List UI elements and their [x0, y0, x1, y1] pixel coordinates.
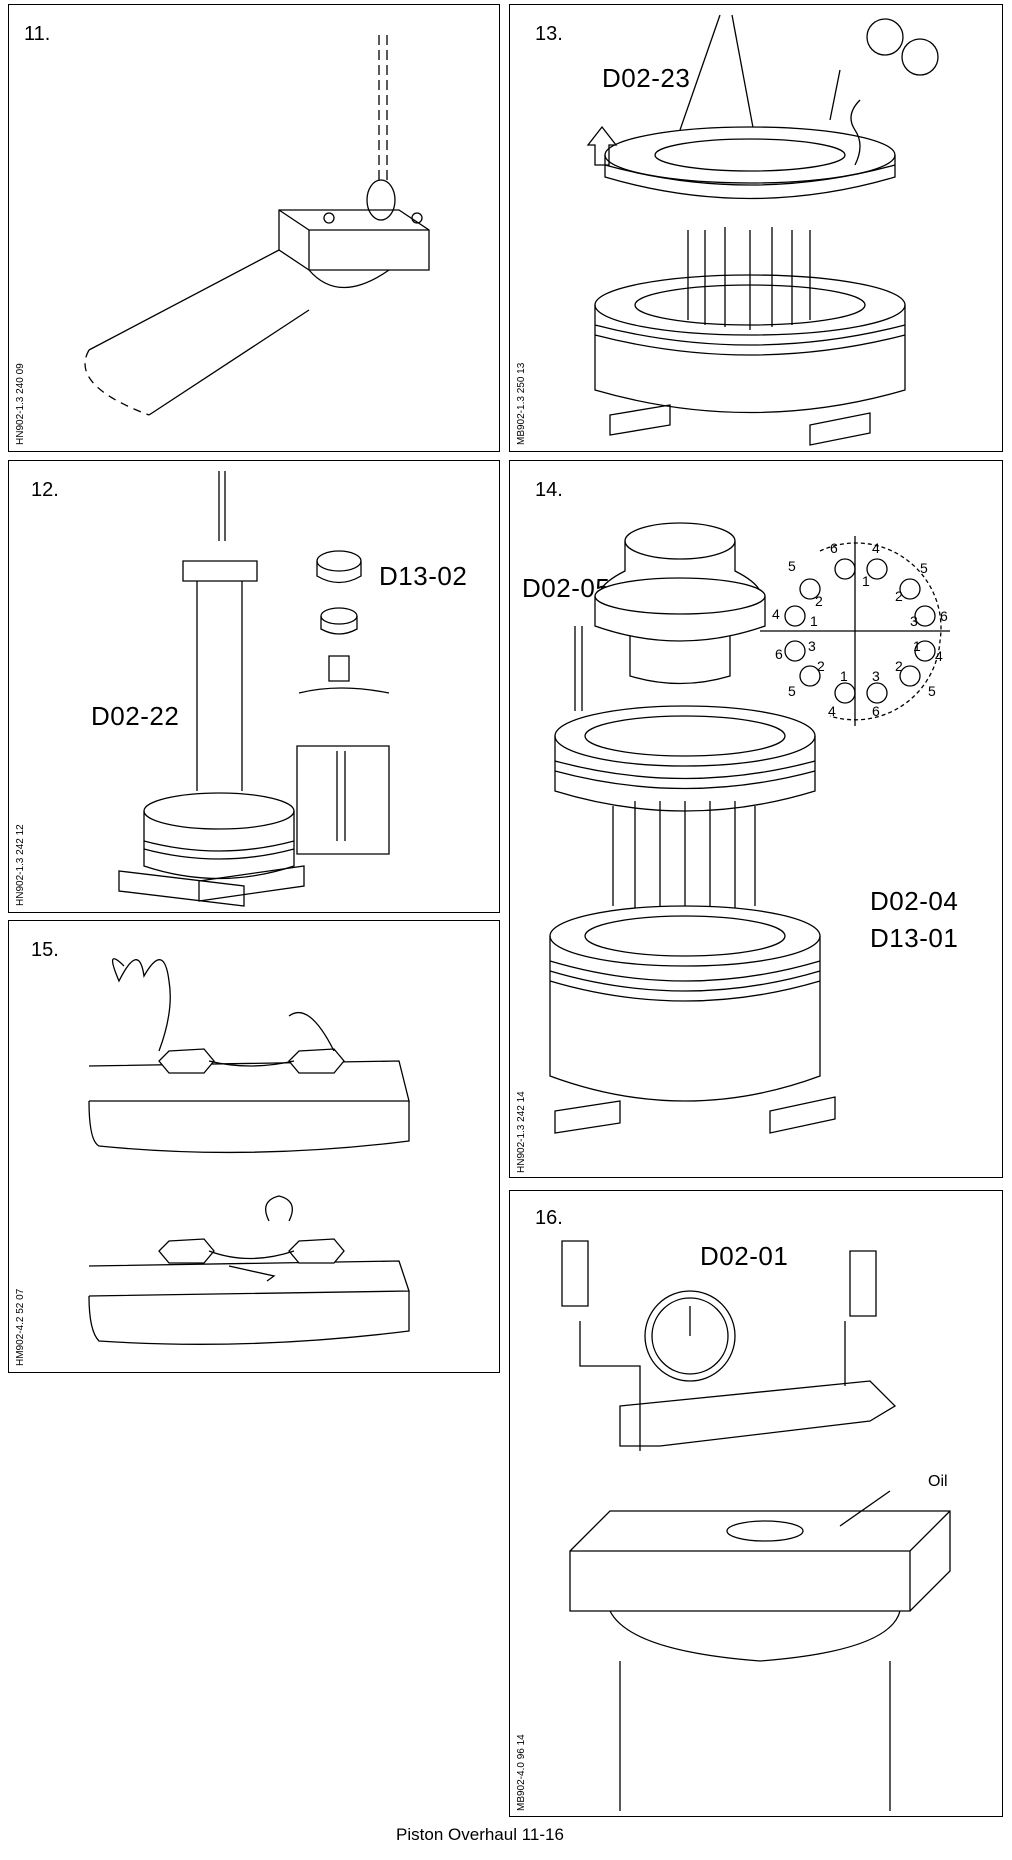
part-reference-2: D13-02 [379, 561, 468, 591]
illustration-piston-crown-assembly: 6 5 2 4 1 4 1 5 2 3 6 6 3 2 5 4 1 1 4 3 … [510, 461, 1003, 1178]
illustration-piston-standing [9, 461, 500, 913]
pattern-label: 2 [815, 593, 823, 609]
panel-step-11: 11. HN902-1.3 240 09 [8, 4, 500, 452]
step-number: 16. [535, 1207, 563, 1229]
pattern-label: 3 [872, 668, 880, 684]
pattern-label: 3 [808, 638, 816, 654]
pattern-label: 6 [775, 646, 783, 662]
pattern-label: 1 [862, 573, 870, 589]
pattern-label: 4 [772, 606, 780, 622]
panel-step-14: 14. D02-05 D02-04 D13-01 HN902-1.3 242 1… [509, 460, 1003, 1178]
pattern-label: 4 [872, 540, 880, 556]
pattern-label: 6 [940, 608, 948, 624]
illustration-lifting-ring [510, 5, 1003, 452]
oil-label: Oil [928, 1473, 948, 1490]
illustration-pressure-gauge [510, 1191, 1003, 1817]
page-caption: Piston Overhaul 11-16 [396, 1825, 564, 1844]
part-reference-2: D02-04 [870, 886, 959, 916]
panel-step-15: 15. HM902-4.2 52 07 [8, 920, 500, 1373]
illustration-locking-wire [9, 921, 500, 1373]
step-number: 13. [535, 23, 563, 45]
pattern-label: 5 [788, 683, 796, 699]
pattern-label: 6 [872, 703, 880, 719]
pattern-label: 1 [913, 638, 921, 654]
step-number: 15. [31, 939, 59, 961]
pattern-label: 5 [788, 558, 796, 574]
pattern-label: 1 [840, 668, 848, 684]
panel-step-12: 12. D02-22 D13-02 HN902-1.3 242 12 [8, 460, 500, 913]
pattern-label: 1 [810, 613, 818, 629]
part-reference: D02-22 [91, 701, 180, 731]
part-reference: D02-01 [700, 1241, 789, 1271]
part-reference: D02-23 [602, 63, 691, 93]
pattern-label: 2 [895, 588, 903, 604]
pattern-label: 2 [895, 658, 903, 674]
pattern-label: 4 [935, 648, 943, 664]
pattern-label: 5 [920, 560, 928, 576]
step-number: 14. [535, 479, 563, 501]
step-number: 12. [31, 479, 59, 501]
step-number: 11. [24, 23, 51, 45]
panel-step-13: 13. D02-23 MB902-1.3 250 13 [509, 4, 1003, 452]
pattern-label: 3 [910, 613, 918, 629]
panel-step-16: 16. D02-01 Oil MB902-4.0 96 14 [509, 1190, 1003, 1817]
illustration-lifting-piston [9, 5, 500, 452]
pattern-label: 5 [928, 683, 936, 699]
pattern-label: 2 [817, 658, 825, 674]
part-reference-3: D13-01 [870, 923, 959, 953]
pattern-label: 4 [828, 703, 836, 719]
pattern-label: 6 [830, 540, 838, 556]
